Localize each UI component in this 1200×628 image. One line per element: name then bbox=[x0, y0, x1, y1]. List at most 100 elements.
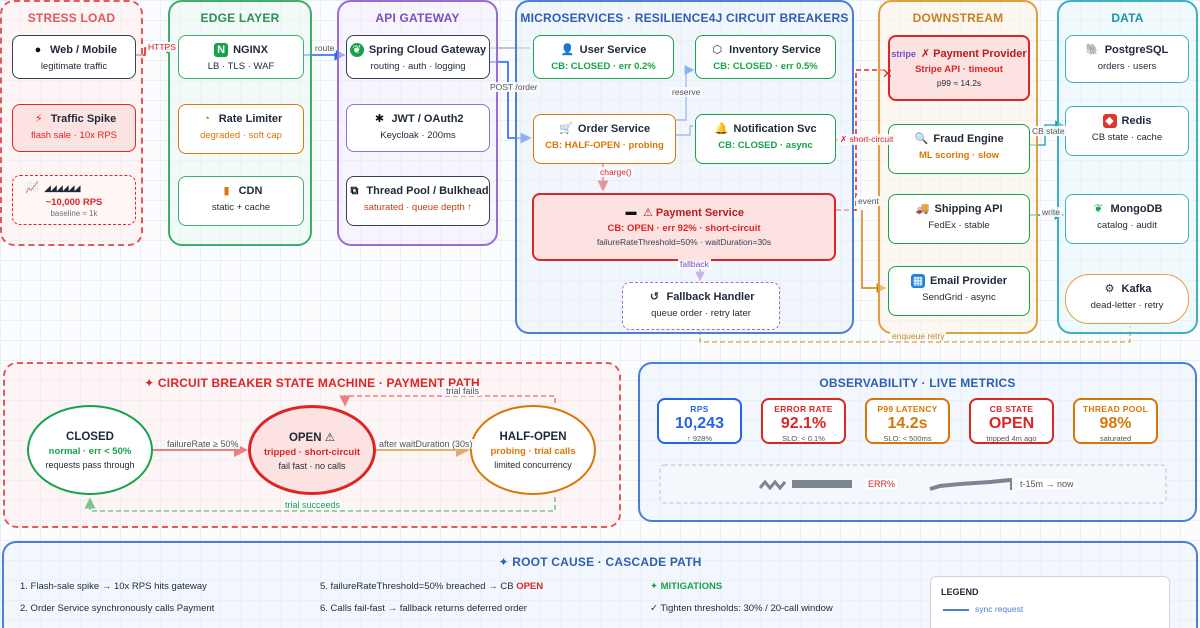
thread-pool-icon: ⧉ bbox=[350, 185, 359, 197]
scg-sub: routing · auth · logging bbox=[370, 61, 466, 72]
fallback-handler-card[interactable]: ↺Fallback Handler queue order · retry la… bbox=[622, 282, 780, 330]
root-cause-title: ✦ ROOT CAUSE · CASCADE PATH bbox=[498, 555, 702, 569]
email-provider-card[interactable]: ▦Email Provider SendGrid · async bbox=[888, 266, 1030, 316]
write-label: write bbox=[1040, 207, 1062, 217]
thread-pool-card[interactable]: ⧉Thread Pool / Bulkhead saturated · queu… bbox=[346, 176, 490, 226]
jwt-title: JWT / OAuth2 bbox=[391, 113, 464, 125]
metric-value: 92.1% bbox=[780, 415, 827, 432]
fallback-label: fallback bbox=[678, 259, 711, 269]
rate-limiter-card[interactable]: ◔Rate Limiter degraded · soft cap bbox=[178, 104, 304, 154]
metric-value: 10,243 bbox=[675, 415, 724, 432]
order-service-card[interactable]: 🛒Order Service CB: HALF-OPEN · probing bbox=[533, 114, 676, 164]
mongodb-card[interactable]: ❦ MongoDB catalog · audit bbox=[1065, 194, 1189, 244]
root-cause-open-word: OPEN bbox=[516, 581, 544, 592]
order-service-title: Order Service bbox=[577, 123, 651, 135]
postgresql-card[interactable]: 🐘PostgreSQL orders · users bbox=[1065, 35, 1189, 83]
observability-title: OBSERVABILITY · LIVE METRICS bbox=[819, 376, 1016, 390]
jwt-sub: Keycloak · 200ms bbox=[380, 130, 456, 141]
redis-icon: ◆ bbox=[1102, 114, 1117, 128]
enqueue-retry-label: enqueue retry bbox=[890, 331, 947, 341]
spring-cloud-gateway-card[interactable]: ❦ Spring Cloud Gateway routing · auth · l… bbox=[346, 35, 490, 79]
metric-label: RPS bbox=[690, 404, 709, 414]
gauge-icon: ◔ bbox=[203, 113, 211, 125]
fallback-handler-sub: queue order · retry later bbox=[651, 308, 751, 319]
payment-provider-card[interactable]: stripe✗ Payment Provider Stripe API · ti… bbox=[888, 35, 1030, 101]
edge-panel-title: EDGE LAYER bbox=[200, 11, 280, 25]
bolt-icon: ⚡ bbox=[34, 113, 43, 125]
legend-title: LEGEND bbox=[941, 587, 979, 597]
metric-label: CB STATE bbox=[989, 404, 1034, 414]
payment-service-card[interactable]: ▬⚠ Payment Service CB: OPEN · err 92% · … bbox=[532, 193, 836, 261]
half-open-detail: limited concurrency bbox=[494, 459, 572, 470]
nginx-title: NGINX bbox=[233, 44, 268, 56]
payment-service-config: failureRateThreshold=50% · waitDuration=… bbox=[596, 237, 772, 247]
traffic-spike-title: Traffic Spike bbox=[50, 113, 117, 125]
open-name: OPEN ⚠ bbox=[288, 431, 336, 444]
data-panel-title: DATA bbox=[1111, 11, 1144, 25]
https-label: HTTPS bbox=[146, 42, 178, 52]
scg-title: Spring Cloud Gateway bbox=[368, 44, 487, 56]
mongodb-title: MongoDB bbox=[1110, 203, 1163, 215]
web-mobile-title: Web / Mobile bbox=[49, 44, 118, 56]
charge-label: charge() bbox=[598, 167, 634, 177]
closed-detail: requests pass through bbox=[45, 459, 135, 470]
mitigation-item-1: ✓ Tighten thresholds: 30% / 20-call wind… bbox=[650, 603, 833, 614]
state-open[interactable]: OPEN ⚠ tripped · short-circuit fail fast… bbox=[248, 405, 376, 495]
postgres-icon: 🐘 bbox=[1085, 44, 1100, 56]
metric-value: OPEN bbox=[988, 415, 1035, 432]
inventory-service-sub: CB: CLOSED · err 0.5% bbox=[713, 61, 818, 72]
cdn-sub: static + cache bbox=[211, 202, 271, 213]
shipping-api-card[interactable]: 🚚Shipping API FedEx · stable bbox=[888, 194, 1030, 244]
traffic-spike-card[interactable]: ⚡Traffic Spike flash sale · 10x RPS bbox=[12, 104, 136, 152]
user-icon: ● bbox=[34, 44, 42, 56]
postgresql-title: PostgreSQL bbox=[1104, 44, 1169, 56]
notification-service-title: Notification Svc bbox=[733, 123, 817, 135]
failure-rate-transition: failureRate ≥ 50% bbox=[165, 439, 241, 449]
fraud-engine-card[interactable]: 🔍Fraud Engine ML scoring · slow bbox=[888, 124, 1030, 174]
cdn-icon: ▮ bbox=[223, 185, 230, 197]
event-label: event bbox=[856, 196, 881, 206]
redis-sub: CB state · cache bbox=[1091, 132, 1163, 143]
rate-limiter-sub: degraded · soft cap bbox=[200, 130, 282, 141]
inventory-service-title: Inventory Service bbox=[729, 44, 821, 56]
rps-bars: ◢◢◢◢◢◢ bbox=[44, 182, 81, 193]
short-circuit-label: ✗ short-circuit bbox=[838, 134, 896, 145]
mongodb-sub: catalog · audit bbox=[1097, 220, 1157, 231]
cdn-card[interactable]: ▮CDN static + cache bbox=[178, 176, 304, 226]
jwt-icon: ✱ bbox=[374, 113, 385, 125]
metric-label: ERROR RATE bbox=[774, 404, 833, 414]
payment-provider-p99: p99 ≈ 14.2s bbox=[936, 78, 982, 88]
user-service-card[interactable]: 👤User Service CB: CLOSED · err 0.2% bbox=[533, 35, 674, 79]
metric-sub: tripped 4m ago bbox=[986, 434, 1037, 443]
inventory-service-card[interactable]: ⬡Inventory Service CB: CLOSED · err 0.5% bbox=[695, 35, 836, 79]
kafka-card[interactable]: ⚙Kafka dead-letter · retry bbox=[1065, 274, 1189, 324]
legend-box: LEGEND sync request bbox=[930, 576, 1170, 628]
mongodb-leaf-icon: ❦ bbox=[1093, 203, 1104, 215]
mitigations-title: ✦ MITIGATIONS bbox=[650, 581, 723, 592]
spring-leaf-icon: ❦ bbox=[349, 43, 364, 57]
trial-succeeds-transition: trial succeeds bbox=[283, 500, 343, 510]
fraud-engine-sub: ML scoring · slow bbox=[918, 150, 1000, 161]
open-desc: tripped · short-circuit bbox=[263, 446, 361, 458]
state-closed[interactable]: CLOSED normal · err < 50% requests pass … bbox=[27, 405, 153, 495]
web-mobile-card[interactable]: ●Web / Mobile legitimate traffic bbox=[12, 35, 136, 79]
wait-duration-transition: after waitDuration (30s) bbox=[377, 439, 475, 449]
kafka-title: Kafka bbox=[1121, 283, 1152, 295]
notification-service-card[interactable]: 🔔Notification Svc CB: CLOSED · async bbox=[695, 114, 836, 164]
history-icon: ↺ bbox=[649, 291, 660, 303]
rps-card[interactable]: 📈 ◢◢◢◢◢◢ ~10,000 RPS baseline ≈ 1k bbox=[12, 175, 136, 225]
email-provider-title: Email Provider bbox=[929, 275, 1008, 287]
root-cause-step-1: 1. Flash-sale spike → 10x RPS hits gatew… bbox=[20, 581, 207, 592]
jwt-oauth-card[interactable]: ✱ JWT / OAuth2 Keycloak · 200ms bbox=[346, 104, 490, 152]
metric-sub: saturated bbox=[1099, 434, 1132, 443]
rps-value: ~10,000 RPS bbox=[45, 197, 103, 208]
redis-card[interactable]: ◆Redis CB state · cache bbox=[1065, 106, 1189, 156]
order-service-sub: CB: HALF-OPEN · probing bbox=[545, 140, 664, 151]
state-half-open[interactable]: HALF-OPEN probing · trial calls limited … bbox=[470, 405, 596, 495]
